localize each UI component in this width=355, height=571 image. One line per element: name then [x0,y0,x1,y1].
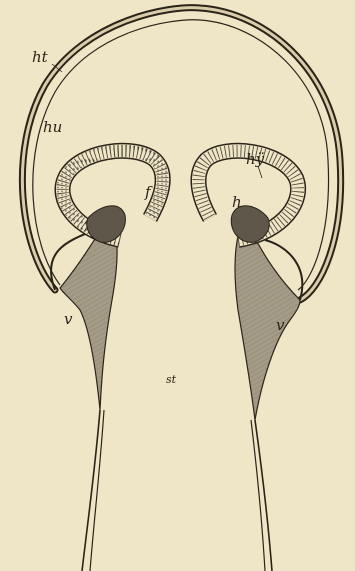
label-v-left: v [64,310,73,328]
label-v-right: v [276,316,285,334]
label-hy: hÿ [246,150,265,168]
label-st: st [166,373,177,386]
label-hu: hu [43,118,62,136]
label-ht: ht [32,48,49,66]
label-h: h [232,193,242,211]
right-hook-base [231,206,269,243]
